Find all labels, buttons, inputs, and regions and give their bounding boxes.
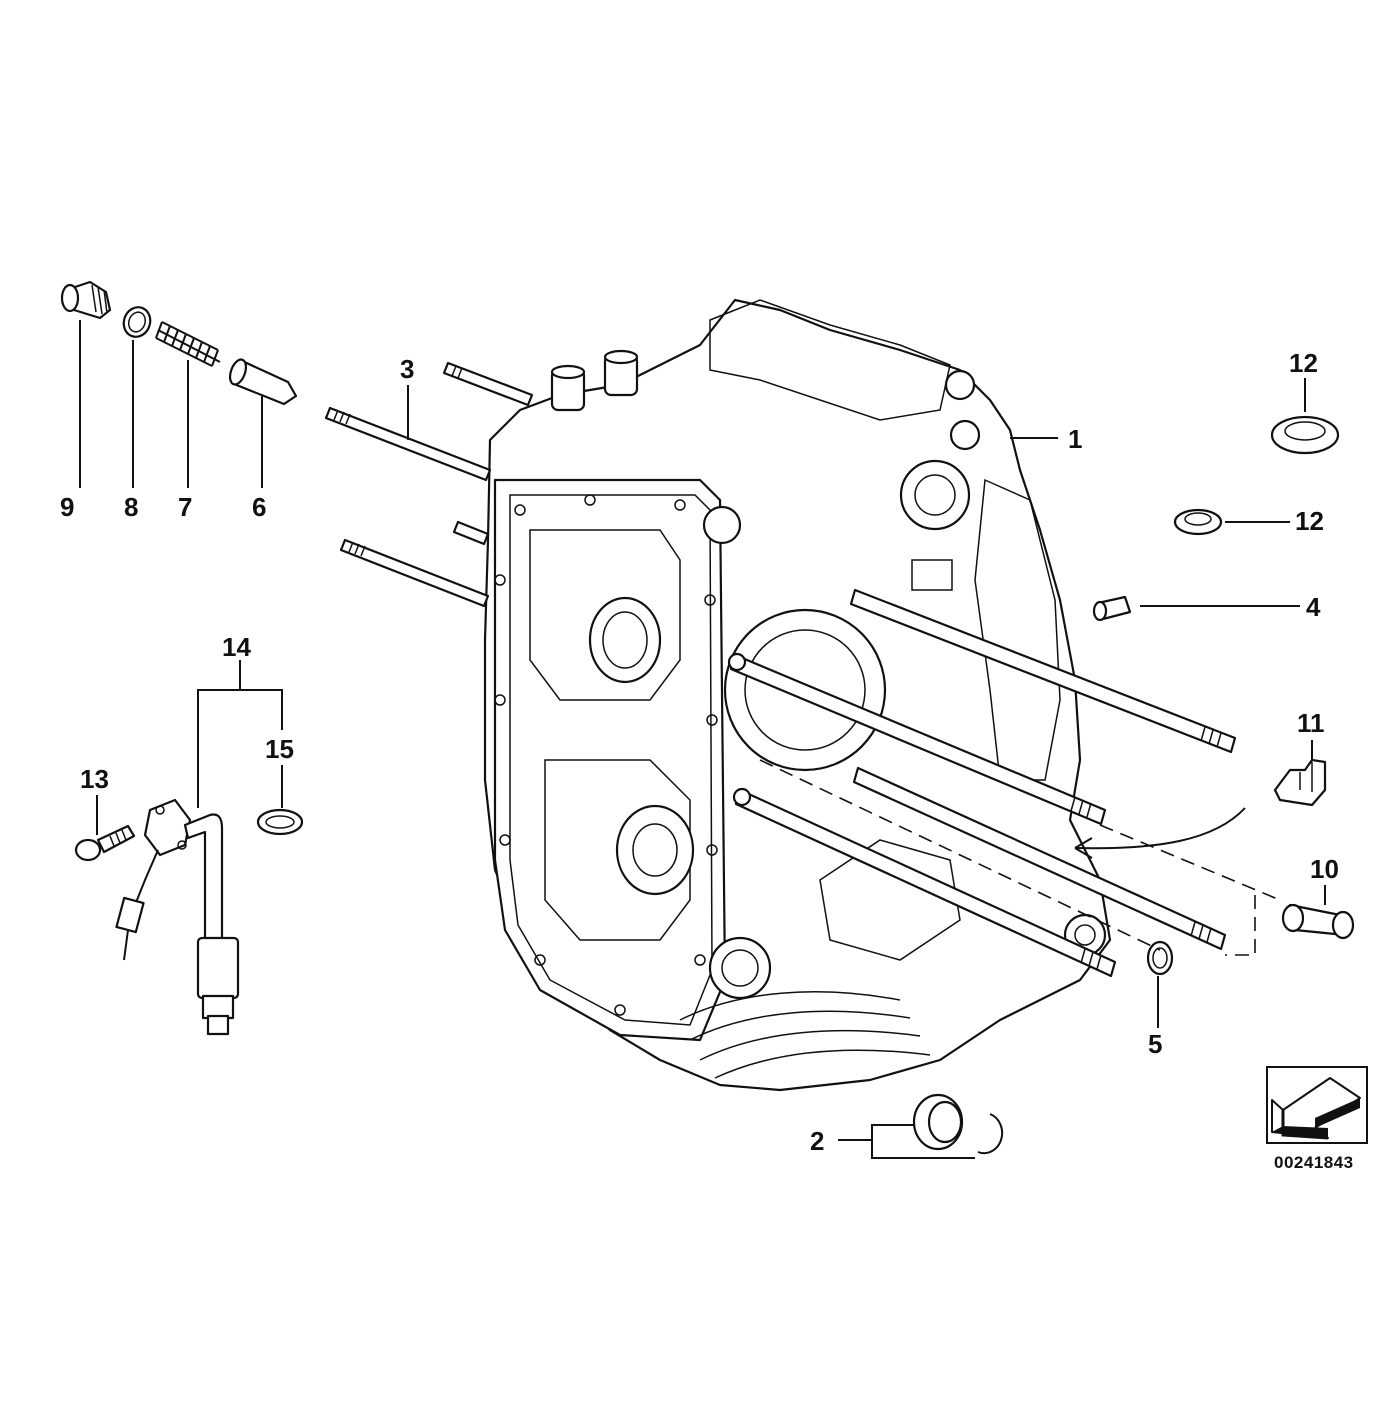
callout-6: 6 (252, 492, 266, 522)
flange-bolt-holes (494, 494, 718, 1016)
sleeve-part-10 (1281, 885, 1355, 940)
callout-11: 11 (1297, 708, 1325, 738)
drawing-number: 00241843 (1274, 1153, 1354, 1172)
cylinder-studs (324, 361, 1237, 978)
leader-lines-6-9 (79, 320, 263, 488)
callout-12-upper: 12 (1289, 348, 1318, 378)
callout-2: 2 (810, 1126, 824, 1156)
callout-5: 5 (1148, 1029, 1162, 1059)
shaft-seal-part-2 (838, 1093, 1004, 1159)
oil-pressure-sender-part-14 (115, 798, 240, 1036)
leader-lines-13-15 (96, 660, 283, 835)
callout-15: 15 (265, 734, 294, 764)
callout-1: 1 (1068, 424, 1082, 454)
screw-part-13 (74, 824, 136, 862)
spring-part-7 (155, 321, 221, 367)
direction-arrow-icon (1266, 1066, 1368, 1144)
callout-labels: 1 2 3 4 5 6 7 8 9 10 11 12 12 13 14 15 (60, 348, 1339, 1156)
callout-13: 13 (80, 764, 109, 794)
callout-8: 8 (124, 492, 138, 522)
callout-9: 9 (60, 492, 74, 522)
callout-3: 3 (400, 354, 414, 384)
gasket-ring-part-15 (256, 808, 304, 836)
plug-screw-part-9 (60, 280, 112, 320)
assembly-guide-lines (407, 385, 1281, 956)
cap-part-12-lower (1173, 508, 1290, 536)
piston-part-6 (228, 358, 298, 406)
callout-10: 10 (1310, 854, 1339, 884)
callout-14: 14 (222, 632, 251, 662)
callout-7: 7 (178, 492, 192, 522)
ring-part-5 (1146, 940, 1174, 1028)
dowel-pin-part-4 (1092, 595, 1300, 622)
clip-part-11 (1273, 740, 1327, 807)
sealing-ring-part-8 (122, 306, 152, 338)
callout-12-lower: 12 (1295, 506, 1324, 536)
cap-part-12-upper (1270, 378, 1340, 455)
callout-4: 4 (1306, 592, 1321, 622)
